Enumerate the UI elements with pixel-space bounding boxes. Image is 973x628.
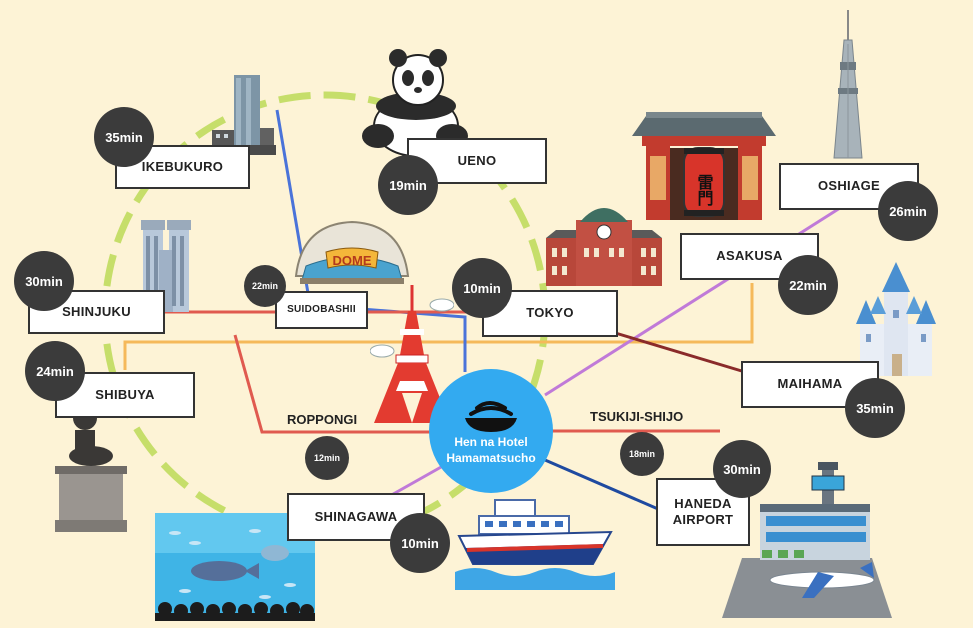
station-label-roppongi: ROPPONGI [287, 412, 358, 427]
hachiko-statue-icon [55, 400, 127, 532]
station-label-shinagawa: SHINAGAWA [287, 493, 425, 541]
airport-icon [722, 462, 892, 618]
cruise-ship-icon [455, 499, 615, 590]
tokyo-tower-icon [370, 285, 454, 423]
kaminarimon-gate-icon: 雷門 [632, 112, 776, 220]
station-label-tsukiji: TSUKIJI-SHIJO [590, 409, 684, 424]
onsen-bowl-icon [465, 400, 517, 432]
time-badge-haneda: 30min [713, 440, 771, 498]
dome-text: DOME [333, 253, 372, 268]
skytree-icon [833, 10, 863, 159]
time-badge-tokyo: 10min [452, 258, 512, 318]
navy-line-haneda [544, 458, 666, 514]
hotel-name-line1: Hen na Hotel [454, 434, 528, 449]
time-badge-asakusa: 22min [778, 255, 838, 315]
time-badge-tsukiji: 18min [620, 432, 664, 476]
castle-icon [856, 262, 936, 376]
time-badge-suidobashi: 22min [244, 265, 286, 307]
time-badge-roppongi: 12min [305, 436, 349, 480]
time-badge-ikebukuro: 35min [94, 107, 154, 167]
time-badge-ueno: 19min [378, 155, 438, 215]
time-badge-shinjuku: 30min [14, 251, 74, 311]
red-line-roppongi [233, 334, 430, 434]
tokyo-station-icon [546, 208, 662, 286]
hotel-name-line2: Hamamatsucho [446, 451, 536, 465]
lantern-text: 雷門 [695, 174, 714, 207]
dome-icon: DOME [294, 220, 410, 284]
time-badge-oshiage: 26min [878, 181, 938, 241]
hotel-marker: Hen na Hotel Hamamatsucho [429, 369, 553, 493]
orange-line [123, 283, 754, 370]
time-badge-shinagawa: 10min [390, 513, 450, 573]
time-badge-maihama: 35min [845, 378, 905, 438]
time-badge-shibuya: 24min [25, 341, 85, 401]
station-label-suidobashi: SUIDOBASHII [275, 291, 368, 329]
maroon-line-maihama [611, 330, 756, 377]
